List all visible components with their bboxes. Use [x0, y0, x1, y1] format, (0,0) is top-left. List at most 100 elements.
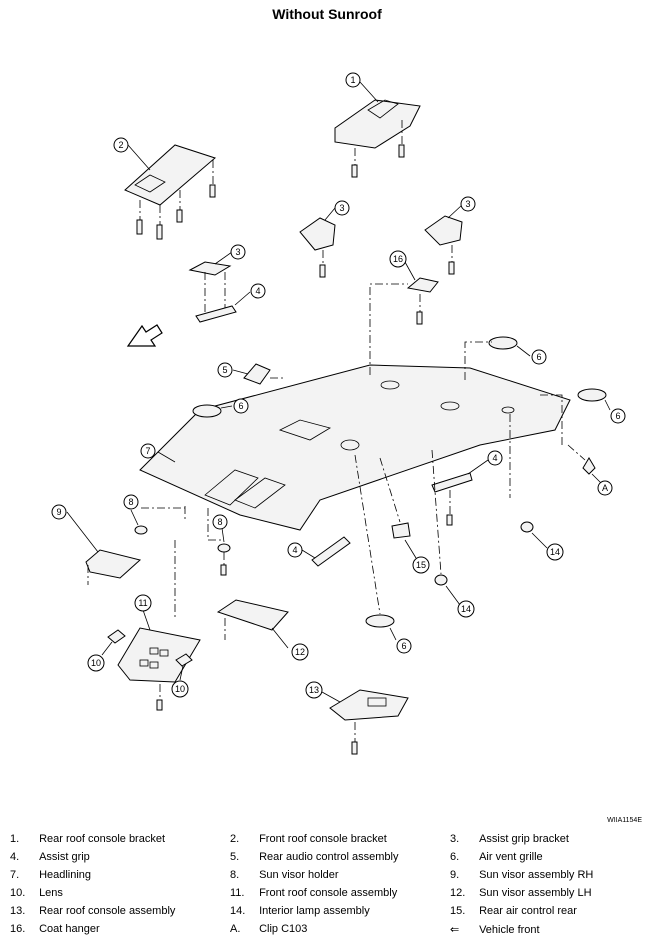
legend-item: 16. Coat hanger [10, 923, 100, 935]
legend-item: 6. Air vent grille [450, 851, 543, 863]
legend-item: 9. Sun visor assembly RH [450, 869, 594, 881]
legend-item: ⇐ Vehicle front [450, 924, 540, 936]
parts-legend: 1. Rear roof console bracket 2. Front ro… [0, 830, 654, 940]
front-roof-console-assembly [117, 609, 201, 711]
callout-16: 16 [389, 250, 407, 268]
callout-3: 3 [334, 200, 350, 216]
callout-12: 12 [291, 643, 309, 661]
callout-6: 6 [610, 408, 626, 424]
svg-text:4: 4 [292, 545, 297, 555]
svg-text:6: 6 [238, 401, 243, 411]
legend-item: A. Clip C103 [230, 923, 308, 935]
callout-6: 6 [233, 398, 249, 414]
legend-item: 4. Assist grip [10, 851, 90, 863]
callout-4: 4 [487, 450, 503, 466]
air-vent-grille-bottom [354, 454, 397, 641]
figure-code: WIIA1154E [607, 817, 642, 824]
svg-text:9: 9 [56, 507, 61, 517]
svg-text:3: 3 [465, 199, 470, 209]
air-vent-grille-left [192, 404, 233, 418]
lens-left [101, 629, 126, 656]
callout-13: 13 [305, 681, 323, 699]
front-roof-console-bracket [124, 144, 217, 240]
svg-text:6: 6 [615, 411, 620, 421]
callout-10: 10 [87, 654, 105, 672]
callout-3: 3 [460, 196, 476, 212]
sun-visor-holder-right [217, 527, 231, 576]
legend-item: 15. Rear air control rear [450, 905, 577, 917]
callout-14: 14 [546, 543, 564, 561]
legend-item: 10. Lens [10, 887, 63, 899]
sun-visor-assembly-rh [66, 511, 142, 585]
svg-text:8: 8 [217, 517, 222, 527]
svg-text:15: 15 [416, 560, 426, 570]
assembly-leader-lines [174, 283, 563, 620]
legend-item: 11. Front roof console assembly [230, 887, 398, 899]
rear-roof-console-bracket [334, 81, 421, 178]
legend-item: 5. Rear audio control assembly [230, 851, 399, 863]
svg-text:3: 3 [339, 203, 344, 213]
svg-text:14: 14 [550, 547, 560, 557]
clip-c103 [567, 444, 603, 485]
assist-grip-lower [301, 536, 351, 567]
callout-4: 4 [287, 542, 303, 558]
legend-item: 3. Assist grip bracket [450, 833, 569, 845]
diagram-title: Without Sunroof [272, 6, 382, 22]
callout-6: 6 [531, 349, 547, 365]
assist-grip-bracket-right [424, 204, 463, 275]
exploded-view-diagram: 1 2 3 3 3 16 4 6 5 6 6 7 4 A 8 9 8 14 4 … [51, 72, 626, 755]
assist-grip-top [195, 272, 251, 323]
callout-3: 3 [230, 244, 246, 260]
svg-text:1: 1 [350, 75, 355, 85]
callout-14: 14 [457, 600, 475, 618]
legend-item: 2. Front roof console bracket [230, 833, 387, 845]
svg-text:8: 8 [128, 497, 133, 507]
rear-audio-control-assembly [232, 363, 285, 385]
callout-8: 8 [123, 494, 139, 510]
svg-text:4: 4 [492, 453, 497, 463]
legend-item: 1. Rear roof console bracket [10, 833, 166, 845]
assist-grip-right [431, 459, 489, 526]
legend-item: 14. Interior lamp assembly [230, 905, 370, 917]
callout-8: 8 [212, 514, 228, 530]
callout-11: 11 [134, 594, 152, 612]
svg-text:7: 7 [145, 446, 150, 456]
rear-air-control-rear [379, 457, 417, 559]
rear-roof-console-assembly [321, 689, 409, 755]
svg-text:4: 4 [255, 286, 260, 296]
interior-lamp-assembly-right [509, 414, 548, 549]
legend-item: 8. Sun visor holder [230, 869, 339, 881]
svg-text:2: 2 [118, 140, 123, 150]
callout-10: 10 [171, 680, 189, 698]
legend-item: 7. Headlining [10, 869, 92, 881]
assist-grip-bracket-center [299, 207, 336, 278]
svg-text:6: 6 [536, 352, 541, 362]
svg-text:14: 14 [461, 604, 471, 614]
svg-text:6: 6 [401, 641, 406, 651]
svg-text:5: 5 [222, 365, 227, 375]
sun-visor-assembly-lh [216, 599, 289, 649]
callout-1: 1 [345, 72, 361, 88]
callout-A: A [597, 480, 613, 496]
callout-9: 9 [51, 504, 67, 520]
svg-text:10: 10 [175, 684, 185, 694]
callout-7: 7 [140, 443, 156, 459]
legend-item: 12. Sun visor assembly LH [450, 887, 592, 899]
assist-grip-bracket-left [188, 251, 233, 276]
lens-right [175, 653, 193, 681]
svg-text:A: A [602, 483, 608, 493]
svg-text:12: 12 [295, 647, 305, 657]
svg-text:13: 13 [309, 685, 319, 695]
svg-text:3: 3 [235, 247, 240, 257]
svg-text:11: 11 [138, 598, 147, 608]
svg-text:16: 16 [393, 254, 403, 264]
legend-item: 13. Rear roof console assembly [10, 905, 176, 917]
coat-hanger [404, 261, 439, 325]
interior-lamp-assembly-left [431, 449, 461, 606]
svg-text:10: 10 [91, 658, 101, 668]
air-vent-grille-top [488, 336, 531, 357]
sun-visor-holder-left [130, 507, 185, 535]
callout-15: 15 [412, 556, 430, 574]
vehicle-front-arrow-icon [126, 324, 163, 347]
callout-6: 6 [396, 638, 412, 654]
